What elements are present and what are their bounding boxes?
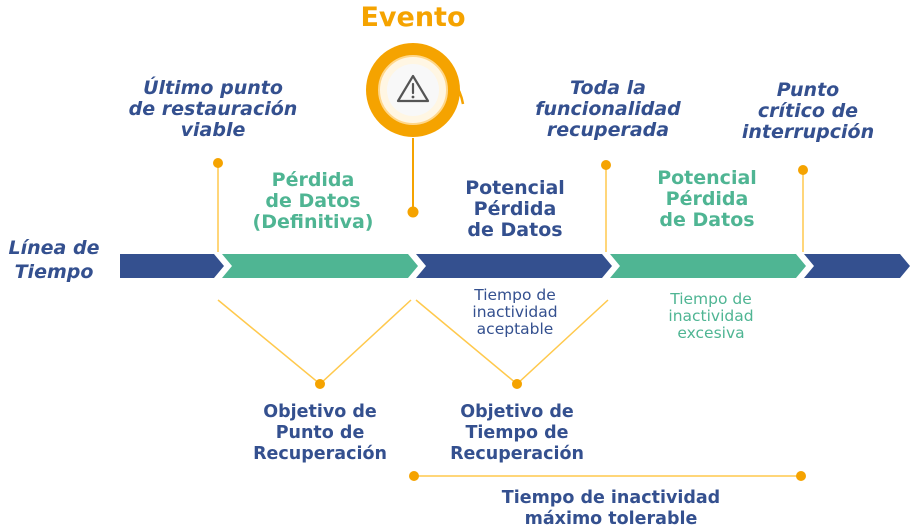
milestone-last-restore-point: Último punto de restauración viable (108, 78, 318, 141)
segment-text-line: (Definitiva) (252, 211, 374, 233)
downtime-text-line: inactividad (472, 303, 558, 321)
downtime-acceptable: Tiempo de inactividad aceptable (440, 287, 590, 338)
segment-text-line: Potencial (657, 167, 757, 189)
downtime-excessive: Tiempo de inactividad excesiva (636, 291, 786, 342)
objective-mtd: Tiempo de inactividad máximo tolerable (472, 488, 750, 530)
mtd-dot-start (409, 471, 419, 481)
objective-rpo: Objetivo de Punto de Recuperación (232, 402, 408, 465)
objective-text-line: Objetivo de (460, 402, 574, 422)
milestone-text-line: crítico de (757, 100, 859, 122)
objective-rto: Objetivo de Tiempo de Recuperación (429, 402, 605, 465)
warning-triangle-icon (396, 74, 430, 103)
milestone-text-line: Punto (776, 79, 840, 101)
timeline-segment-5 (804, 254, 910, 278)
segment-text-line: de Datos (659, 209, 755, 231)
timeline-label-line-1: Línea de (8, 237, 100, 259)
downtime-text-line: aceptable (476, 320, 554, 338)
segment-text-line: Pérdida (271, 169, 355, 191)
event-badge (366, 43, 465, 137)
milestone-critical-point: Punto crítico de interrupción (718, 80, 898, 143)
timeline-label-line-2: Tiempo (14, 261, 94, 283)
objective-text-line: Recuperación (450, 444, 584, 464)
segment-definitive-loss: Pérdida de Datos (Definitiva) (228, 170, 398, 233)
milestone-text-line: funcionalidad (535, 98, 681, 120)
milestone-text-line: recuperada (546, 119, 670, 141)
objective-text-line: Objetivo de (263, 402, 377, 422)
downtime-text-line: excesiva (677, 324, 745, 342)
segment-potential-loss-1: Potencial Pérdida de Datos (430, 178, 600, 241)
objective-text-line: Punto de (275, 423, 365, 443)
rto-dot (512, 379, 522, 389)
milestone-dot-restore (213, 158, 223, 168)
milestone-dot-critical (798, 165, 808, 175)
milestone-text-line: viable (180, 119, 246, 141)
timeline-segment-2 (222, 254, 418, 278)
objective-text-line: máximo tolerable (524, 509, 698, 529)
milestone-text-line: Último punto (143, 77, 283, 99)
segment-text-line: Potencial (465, 177, 565, 199)
segment-text-line: de Datos (467, 219, 563, 241)
segment-text-line: de Datos (265, 190, 361, 212)
downtime-text-line: Tiempo de (474, 286, 556, 304)
rpo-connector (217, 299, 412, 385)
segment-potential-loss-2: Potencial Pérdida de Datos (622, 168, 792, 231)
objective-text-line: Tiempo de (465, 423, 569, 443)
timeline-segment-1 (120, 254, 224, 278)
timeline-label: Línea de Tiempo (0, 236, 108, 284)
objective-text-line: Recuperación (253, 444, 387, 464)
mtd-dot-end (796, 471, 806, 481)
milestone-text-line: Toda la (570, 77, 646, 99)
timeline-segment-4 (610, 254, 806, 278)
segment-text-line: Pérdida (473, 198, 557, 220)
event-title: Evento (360, 2, 466, 33)
milestone-text-line: interrupción (741, 121, 875, 143)
event-dot (407, 206, 419, 218)
rpo-dot (315, 379, 325, 389)
milestone-dot-recovered (601, 160, 611, 170)
timeline-segment-3 (416, 254, 612, 278)
objective-text-line: Tiempo de inactividad (501, 488, 721, 508)
milestone-text-line: de restauración (128, 98, 298, 120)
downtime-text-line: inactividad (668, 307, 754, 325)
segment-text-line: Pérdida (665, 188, 749, 210)
downtime-text-line: Tiempo de (670, 290, 752, 308)
milestone-full-recovery: Toda la funcionalidad recuperada (508, 78, 708, 141)
